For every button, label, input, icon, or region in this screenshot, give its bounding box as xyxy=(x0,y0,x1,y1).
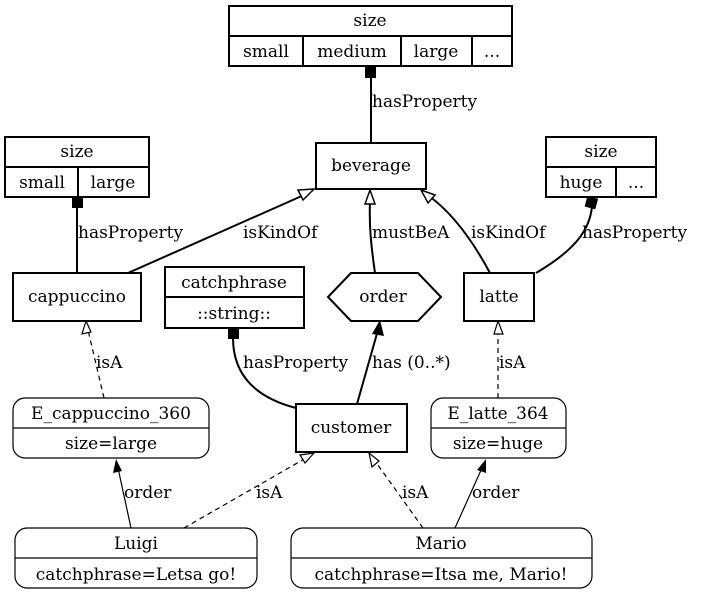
node-label: order xyxy=(359,287,407,307)
node-label: customer xyxy=(311,418,392,438)
inheritance-arrowhead xyxy=(299,452,316,464)
composition-marker xyxy=(72,197,83,208)
node-size-right[interactable]: size huge ... xyxy=(545,136,657,198)
node-mario[interactable]: Mario catchphrase=Itsa me, Mario! xyxy=(290,527,593,589)
edge-latte-hasproperty-size: hasProperty xyxy=(535,195,688,274)
enum-value: ... xyxy=(484,42,500,62)
enum-value: huge xyxy=(560,173,603,193)
arrowhead xyxy=(477,459,486,473)
edge-cappuccino-hasproperty-size: hasProperty xyxy=(72,197,184,272)
node-title: size xyxy=(353,11,386,31)
inheritance-arrowhead xyxy=(81,319,92,335)
edge-label-has: has (0..*) xyxy=(372,353,451,373)
node-beverage[interactable]: beverage xyxy=(315,142,427,190)
instance-name: E_latte_364 xyxy=(447,404,548,424)
edge-luigi-order-ecappuccino: order xyxy=(113,459,172,529)
node-catchphrase[interactable]: catchphrase ::string:: xyxy=(164,266,305,329)
edge-label-hasproperty: hasProperty xyxy=(243,353,349,373)
instance-name: Luigi xyxy=(114,534,159,554)
node-size-left[interactable]: size small large xyxy=(4,136,150,198)
edge-customer-has-order: has (0..*) xyxy=(356,320,451,405)
node-title: catchphrase xyxy=(181,273,287,293)
instance-attribute: catchphrase=Itsa me, Mario! xyxy=(314,565,567,585)
composition-marker xyxy=(365,67,376,78)
datatype-value: ::string:: xyxy=(197,304,271,324)
instance-attribute: catchphrase=Letsa go! xyxy=(36,565,236,585)
instance-name: Mario xyxy=(415,534,466,554)
edge-label-iskindof: isKindOf xyxy=(243,223,319,243)
enum-value: large xyxy=(91,173,136,193)
arrowhead xyxy=(113,459,122,473)
inheritance-arrowhead xyxy=(363,187,377,205)
edge-label-order: order xyxy=(472,483,520,503)
node-customer[interactable]: customer xyxy=(295,403,408,453)
edge-latte-iskindof-beverage: isKindOf xyxy=(419,188,547,274)
edge-luigi-isa-customer: isA xyxy=(183,452,316,529)
inheritance-arrowhead xyxy=(419,188,437,205)
edge-label-iskindof: isKindOf xyxy=(471,223,547,243)
edge-label-isa: isA xyxy=(402,483,429,503)
edge-label-mustbea: mustBeA xyxy=(372,223,450,243)
enum-value: small xyxy=(243,42,289,62)
instance-attribute: size=large xyxy=(65,434,157,454)
instance-attribute: size=huge xyxy=(453,434,543,454)
edge-beverage-hasproperty-size: hasProperty xyxy=(365,67,478,143)
node-e-cappuccino-360[interactable]: E_cappuccino_360 size=large xyxy=(12,397,210,459)
node-size-top[interactable]: size small medium large ... xyxy=(228,5,513,67)
edge-label-order: order xyxy=(124,483,172,503)
enum-value: ... xyxy=(628,173,644,193)
enum-value: medium xyxy=(317,42,387,62)
node-label: cappuccino xyxy=(28,287,126,307)
enum-value: large xyxy=(414,42,459,62)
edge-customer-hasproperty-catchphrase: hasProperty xyxy=(228,328,349,409)
edge-label-hasproperty: hasProperty xyxy=(582,223,688,243)
inheritance-arrowhead xyxy=(493,319,504,335)
node-luigi[interactable]: Luigi catchphrase=Letsa go! xyxy=(14,527,258,589)
edge-mario-order-elatte: order xyxy=(454,459,520,529)
node-cappuccino[interactable]: cappuccino xyxy=(12,272,142,322)
node-order[interactable]: order xyxy=(326,272,443,322)
edge-order-mustbea-beverage: mustBeA xyxy=(363,187,450,274)
edge-mario-isa-customer: isA xyxy=(368,451,429,529)
composition-marker xyxy=(584,195,599,210)
node-title: size xyxy=(584,142,617,162)
edge-cappuccino-iskindof-beverage: isKindOf xyxy=(127,188,319,274)
edge-label-isa: isA xyxy=(499,353,526,373)
inheritance-arrowhead xyxy=(296,188,316,202)
composition-marker xyxy=(228,328,239,339)
inheritance-arrowhead xyxy=(368,451,380,469)
node-label: beverage xyxy=(331,156,411,176)
node-e-latte-364[interactable]: E_latte_364 size=huge xyxy=(430,397,567,459)
edge-label-isa: isA xyxy=(256,483,283,503)
edge-label-hasproperty: hasProperty xyxy=(372,92,478,112)
node-latte[interactable]: latte xyxy=(463,272,535,322)
edge-ecappuccino-isa-cappuccino: isA xyxy=(81,319,123,399)
node-title: size xyxy=(60,142,93,162)
enum-value: small xyxy=(19,173,65,193)
instance-name: E_cappuccino_360 xyxy=(31,404,191,424)
arrowhead xyxy=(372,320,384,336)
edge-label-isa: isA xyxy=(96,353,123,373)
edge-elatte-isa-latte: isA xyxy=(493,319,526,398)
node-label: latte xyxy=(479,287,518,307)
edge-label-hasproperty: hasProperty xyxy=(78,223,184,243)
